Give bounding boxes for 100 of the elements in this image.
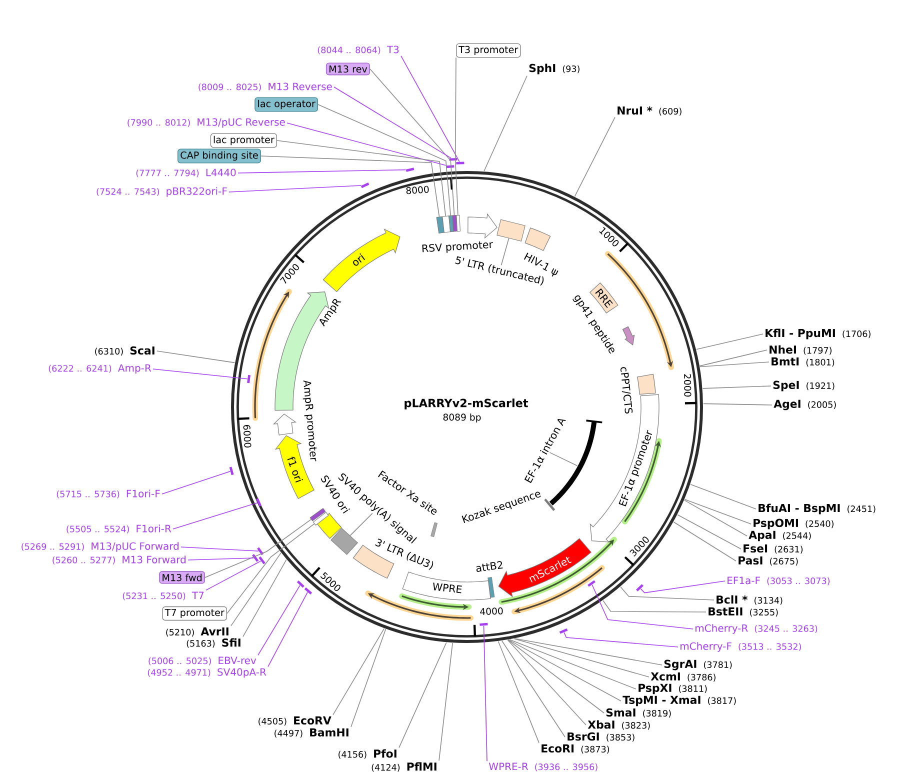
leader-line	[204, 519, 312, 578]
enzyme-label: (4505) EcoRV	[258, 716, 332, 726]
enzyme-label: PspXI (3811)	[638, 684, 707, 694]
primer-mark	[296, 580, 304, 588]
leader-line	[700, 350, 768, 366]
primer-label: (7777 .. 7794) L4440	[136, 168, 236, 178]
leader-line	[350, 512, 373, 536]
primer-label: mCherry-R (3245 .. 3263)	[696, 624, 818, 634]
primer-label: mCherry-F (3513 .. 3532)	[680, 642, 801, 652]
plasmid-name: pLARRYv2-mScarlet	[404, 398, 528, 410]
leader-line	[162, 471, 231, 494]
leader-line	[549, 452, 578, 466]
leader-line	[620, 586, 714, 600]
feature-label-box: lac operator	[254, 97, 318, 112]
leader-line	[276, 140, 446, 216]
leader-line	[238, 169, 406, 174]
feature-label-box: CAP binding site	[178, 148, 261, 164]
leader-line	[498, 641, 540, 744]
enzyme-label: PspOMI (2540)	[754, 518, 834, 530]
leader-line	[502, 640, 566, 738]
leader-line	[242, 559, 287, 638]
plasmid-length: 8089 bp	[443, 413, 481, 423]
leader-line	[454, 57, 458, 216]
enzyme-label: (4156) PfoI	[338, 749, 396, 759]
leader-line	[206, 560, 262, 591]
tick-label: 4000	[480, 607, 503, 615]
leader-line	[332, 628, 385, 716]
primer-mark	[406, 168, 414, 172]
leader-line	[230, 552, 282, 626]
leader-line	[172, 502, 258, 530]
enzyme-label: ApaI (2544)	[748, 530, 811, 542]
primer-mark	[257, 547, 264, 556]
leader-line	[592, 584, 694, 630]
leader-line	[684, 500, 748, 536]
leader-line	[286, 122, 446, 166]
enzyme-label: NheI (1797)	[770, 345, 832, 355]
leader-line	[318, 104, 451, 216]
tick-label: 2000	[684, 374, 692, 397]
feature-box	[442, 216, 451, 233]
primer-label: (5006 .. 5025) EBV-rev	[148, 656, 256, 666]
feature-box	[452, 215, 458, 232]
primer-mark	[258, 556, 266, 564]
feature-label-box: lac promoter	[210, 133, 277, 148]
primer-label: EF1a-F (3053 .. 3073)	[728, 576, 830, 586]
leader-line	[640, 580, 726, 594]
leader-line	[690, 484, 756, 510]
primer-label: (8009 .. 8025) M13 Reverse	[198, 82, 332, 92]
leader-line	[500, 238, 510, 266]
enzyme-label: (4124) PflMI	[372, 762, 436, 772]
primer-mark	[456, 162, 464, 164]
leader-line	[564, 632, 678, 648]
leader-line	[684, 499, 752, 524]
primer-mark	[636, 584, 644, 592]
primer-mark	[247, 374, 250, 384]
primer-label: (5715 .. 5736) F1ori-F	[56, 490, 160, 498]
enzyme-label: (4497) BamHI	[274, 728, 348, 738]
leader-line	[508, 639, 622, 702]
leader-line	[228, 185, 362, 192]
primer-mark	[360, 182, 370, 188]
enzyme-label: (5163) SfiI	[186, 638, 240, 648]
primer-label: (7990 .. 8012) M13/pUC Reverse	[128, 118, 285, 128]
feature-box	[330, 528, 358, 555]
leader-line	[514, 638, 662, 666]
enzyme-label: FseI (2631)	[744, 544, 803, 554]
primer-label: (6222 .. 6241) Amp-R	[48, 364, 152, 374]
primer-mark	[446, 165, 454, 168]
primer-mark	[256, 498, 262, 506]
feature-label-box: M13 fwd	[159, 571, 205, 584]
leader-line	[702, 386, 772, 389]
leader-line	[260, 156, 440, 218]
primer-mark	[229, 466, 234, 476]
enzyme-label: SgrAI (3781)	[664, 660, 732, 670]
enzyme-label: BclI * (3134)	[716, 595, 782, 605]
leader-line	[258, 585, 300, 656]
leader-line	[700, 362, 770, 368]
primer-mark	[480, 622, 488, 626]
tick-label: 6000	[243, 425, 252, 448]
primer-label: (5260 .. 5277) M13 Forward	[52, 556, 186, 564]
leader-line	[152, 368, 248, 380]
primer-mark	[304, 587, 312, 594]
leader-line	[673, 522, 736, 562]
leader-line	[350, 628, 386, 728]
leader-line	[514, 638, 650, 678]
feature-label-box: T3 promoter	[456, 43, 521, 58]
leader-line	[400, 55, 460, 162]
leader-line	[483, 625, 488, 762]
primer-mark	[559, 628, 568, 634]
enzyme-label: XcmI (3786)	[650, 672, 716, 682]
leader-line	[602, 600, 706, 612]
primer-label: (7524 .. 7543) pBR322ori-F	[96, 187, 227, 197]
feature-box	[436, 216, 445, 234]
primer-label: (4952 .. 4971) SV40pA-R	[148, 668, 266, 678]
leader-line	[438, 642, 453, 762]
enzyme-label: BfuAI - BspMI (2451)	[758, 504, 876, 514]
enzyme-label: AgeI (2005)	[774, 400, 836, 410]
leader-line	[696, 334, 764, 350]
enzyme-label: BsrGI (3853)	[568, 732, 634, 742]
feature-label-box: T7 promoter	[162, 606, 227, 621]
feature-box	[456, 214, 460, 232]
enzyme-label: SmaI (3819)	[606, 708, 671, 718]
